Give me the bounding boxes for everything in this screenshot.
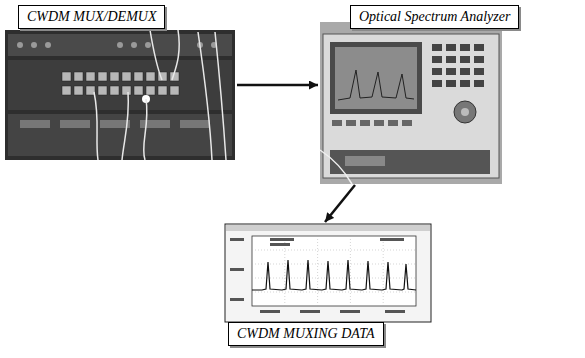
panel-label: CWDM MUXING DATA: [228, 322, 384, 346]
rack-photo: [5, 30, 235, 160]
panel-label: Optical Spectrum Analyzer: [350, 5, 519, 29]
analyzer-panel: Optical Spectrum Analyzer: [318, 3, 528, 185]
muxing-data-panel: CWDM MUXING DATA: [222, 222, 432, 354]
flow-arrow: [237, 84, 318, 87]
analyzer-photo: [320, 22, 502, 184]
mux-demux-panel: CWDM MUX/DEMUX: [5, 5, 237, 162]
flow-arrow: [325, 185, 355, 222]
panel-label: CWDM MUX/DEMUX: [18, 5, 165, 29]
spectrum-screen: [225, 224, 431, 322]
